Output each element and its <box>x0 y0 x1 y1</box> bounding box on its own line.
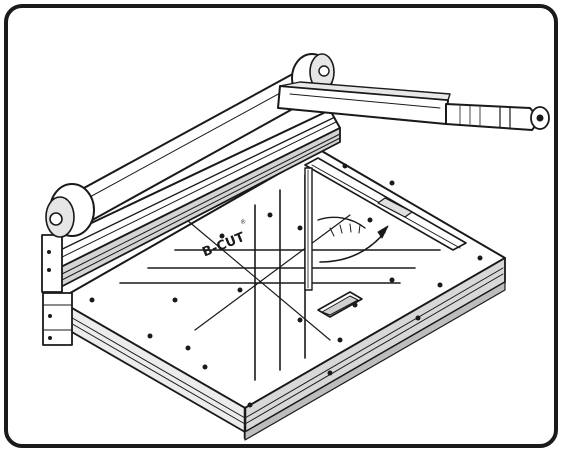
cutter-handle <box>277 81 550 131</box>
side-foot-block <box>42 292 73 346</box>
guide-rail <box>41 109 341 293</box>
trademark-mark: ® <box>239 218 247 227</box>
plate-slot <box>317 291 363 318</box>
angle-protractor <box>317 216 389 263</box>
angle-guide-arm <box>304 157 467 291</box>
